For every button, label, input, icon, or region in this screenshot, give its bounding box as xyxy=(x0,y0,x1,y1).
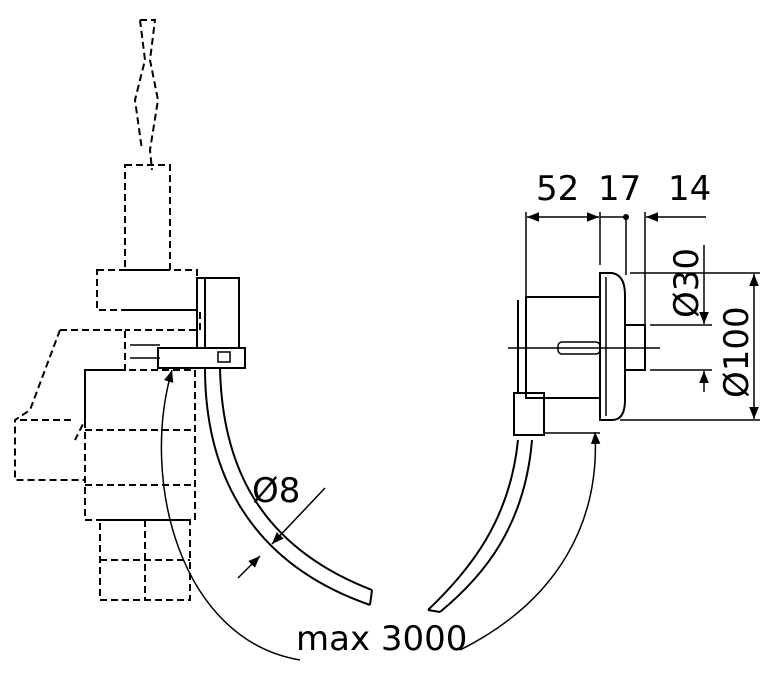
push-button-unit xyxy=(508,272,660,436)
hose-diameter-dimension xyxy=(237,555,261,579)
hose-length-dimension xyxy=(161,370,595,661)
dimension-label-max-length: max 3000 xyxy=(296,619,467,659)
flush-valve-dashed xyxy=(14,19,201,601)
dimension-label-diameter-30: Ø30 xyxy=(667,248,707,318)
dimension-label-diameter-8: Ø8 xyxy=(252,471,300,511)
dimension-label-14: 14 xyxy=(668,169,711,209)
dimension-label-17: 17 xyxy=(598,169,641,209)
dimension-lines xyxy=(525,212,760,421)
dimension-label-diameter-100: Ø100 xyxy=(717,306,757,398)
dimension-label-52: 52 xyxy=(536,169,579,209)
pneumatic-actuator xyxy=(130,277,246,369)
